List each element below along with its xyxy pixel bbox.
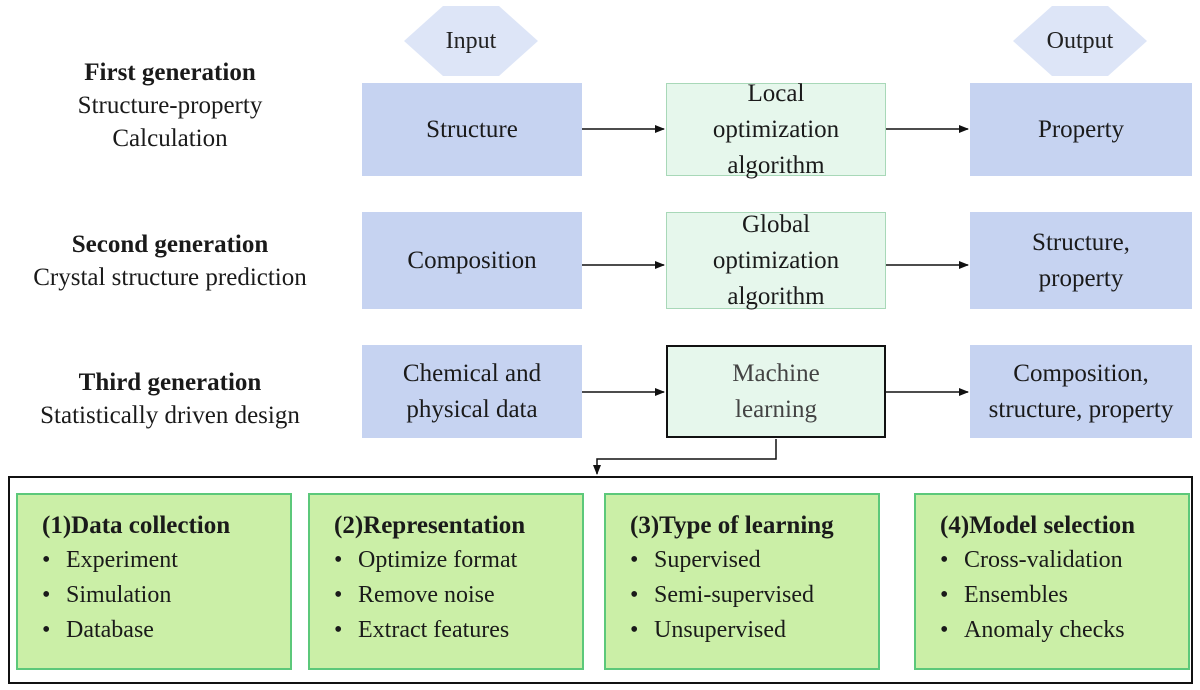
- box-label: Machine learning: [732, 359, 820, 423]
- panel-list: Experiment Simulation Database: [42, 543, 290, 648]
- output-diamond: Output: [1013, 6, 1147, 76]
- diamond-shape: [1013, 6, 1147, 76]
- input-diamond: Input: [404, 6, 538, 76]
- box-label: Structure: [426, 115, 518, 143]
- output-label: Output: [1046, 27, 1114, 54]
- diamond-shape: [404, 6, 538, 76]
- box-label: Chemical and physical data: [402, 359, 542, 423]
- structure-property-output-box: Structure, property: [970, 212, 1192, 309]
- chemical-data-input-box: Chemical and physical data: [362, 345, 582, 438]
- global-optimization-box: Global optimization algorithm: [666, 211, 886, 310]
- box-label: Local optimization algorithm: [712, 79, 840, 179]
- ml-workflow-frame: (1)Data collection Experiment Simulation…: [8, 476, 1193, 684]
- generation-subtitle: Structure-property: [77, 92, 263, 119]
- box-label: Global optimization algorithm: [712, 210, 840, 310]
- structure-input-box: Structure: [362, 83, 582, 176]
- generation-title: Third generation: [78, 369, 262, 396]
- panel-data-collection: (1)Data collection Experiment Simulation…: [16, 493, 292, 670]
- list-item: Optimize format: [334, 543, 582, 578]
- box-label: Composition, structure, property: [988, 359, 1174, 423]
- composition-structure-property-output-box: Composition, structure, property: [970, 345, 1192, 438]
- generation-2-label: Second generation Crystal structure pred…: [0, 228, 340, 294]
- ml-down-arrow: [593, 439, 777, 475]
- panel-title: (4)Model selection: [940, 512, 1136, 539]
- local-optimization-box: Local optimization algorithm: [666, 80, 886, 179]
- list-item: Ensembles: [940, 578, 1188, 613]
- list-item: Cross-validation: [940, 543, 1188, 578]
- panel-representation: (2)Representation Optimize format Remove…: [308, 493, 584, 670]
- generation-3-label: Third generation Statistically driven de…: [0, 366, 340, 432]
- property-output-box: Property: [970, 83, 1192, 176]
- list-item: Experiment: [42, 543, 290, 578]
- box-label: Structure, property: [1032, 228, 1130, 292]
- panel-list: Cross-validation Ensembles Anomaly check…: [940, 543, 1188, 648]
- list-item: Simulation: [42, 578, 290, 613]
- box-label: Composition: [407, 246, 537, 274]
- panel-title: (1)Data collection: [42, 512, 231, 539]
- box-label: Property: [1037, 115, 1125, 143]
- generation-subtitle: Calculation: [112, 125, 228, 152]
- list-item: Semi-supervised: [630, 578, 878, 613]
- generation-title: First generation: [84, 59, 256, 86]
- list-item: Database: [42, 613, 290, 648]
- panel-list: Optimize format Remove noise Extract fea…: [334, 543, 582, 648]
- generation-subtitle: Crystal structure prediction: [33, 264, 307, 291]
- input-label: Input: [445, 27, 497, 54]
- list-item: Remove noise: [334, 578, 582, 613]
- panel-type-of-learning: (3)Type of learning Supervised Semi-supe…: [604, 493, 880, 670]
- panel-title: (3)Type of learning: [630, 512, 834, 539]
- generation-subtitle: Statistically driven design: [40, 402, 300, 429]
- generation-title: Second generation: [71, 231, 269, 258]
- list-item: Unsupervised: [630, 613, 878, 648]
- machine-learning-box: Machine learning: [666, 345, 886, 438]
- composition-input-box: Composition: [362, 212, 582, 309]
- panel-title: (2)Representation: [334, 512, 526, 539]
- list-item: Extract features: [334, 613, 582, 648]
- panel-model-selection: (4)Model selection Cross-validation Ense…: [914, 493, 1190, 670]
- generation-1-label: First generation Structure-property Calc…: [0, 56, 340, 155]
- list-item: Supervised: [630, 543, 878, 578]
- list-item: Anomaly checks: [940, 613, 1188, 648]
- panel-list: Supervised Semi-supervised Unsupervised: [630, 543, 878, 648]
